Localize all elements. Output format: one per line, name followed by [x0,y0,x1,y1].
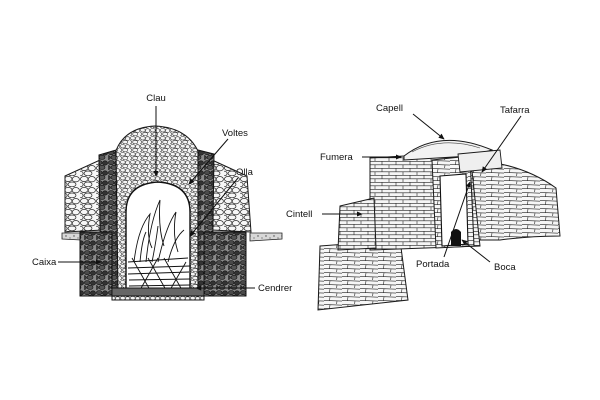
svg-text:Boca: Boca [494,262,516,273]
label-tafarra: Tafarra [481,105,530,173]
firewood-pile [127,257,191,291]
svg-text:Fumera: Fumera [320,152,353,163]
label-cendrer: Cendrer [195,283,292,294]
label-cintell: Cintell [286,209,363,220]
svg-text:Tafarra: Tafarra [500,105,530,116]
svg-text:Caixa: Caixa [32,257,57,268]
svg-text:Clau: Clau [146,93,166,104]
label-caixa: Caixa [32,257,102,268]
label-olla: Olla [189,167,254,237]
fire-flames [133,199,185,263]
label-fumera: Fumera [320,152,402,163]
kiln-section-drawing [61,125,283,301]
label-clau: Clau [146,93,166,177]
label-boca: Boca [461,239,516,273]
label-portada: Portada [416,181,471,270]
svg-text:Portada: Portada [416,259,450,270]
label-voltes: Voltes [188,128,248,185]
kiln-exterior-drawing [317,139,561,311]
svg-text:Cintell: Cintell [286,209,312,220]
svg-text:Capell: Capell [376,103,403,114]
label-capell: Capell [376,103,445,140]
svg-text:Voltes: Voltes [222,128,248,139]
svg-text:Olla: Olla [236,167,254,178]
svg-text:Cendrer: Cendrer [258,283,292,294]
